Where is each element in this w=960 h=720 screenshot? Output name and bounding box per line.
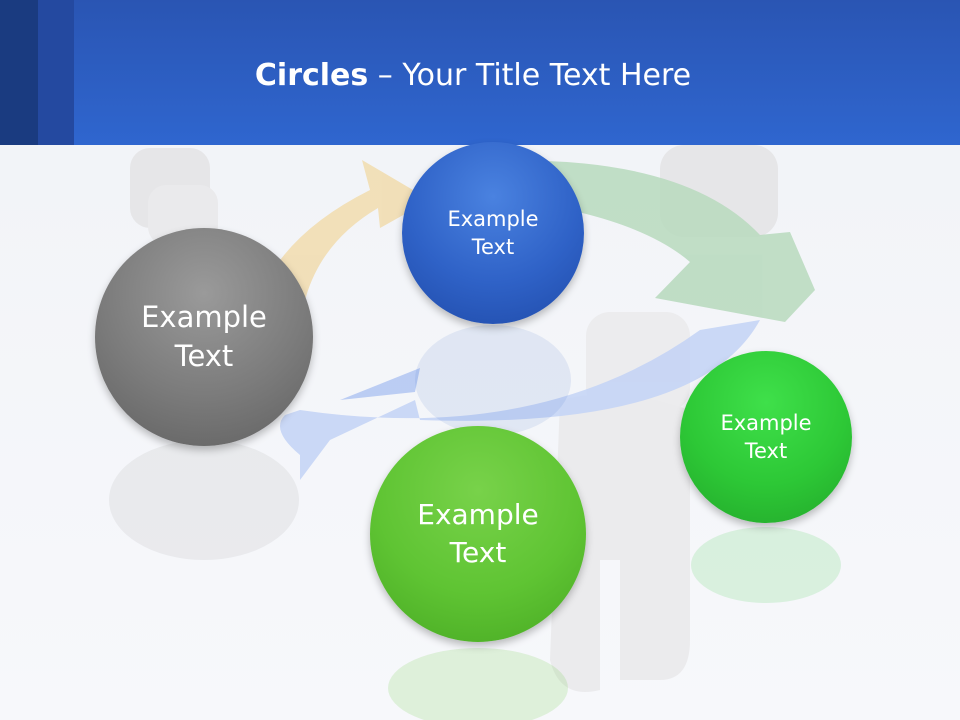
circle-gray-line2: Text — [174, 339, 234, 373]
circle-gray: Example Text — [95, 228, 313, 446]
slide-header — [0, 0, 960, 145]
reflection-green-large — [388, 648, 568, 720]
slide-title: Circles – Your Title Text Here — [0, 58, 960, 93]
arrow-blue-tip — [340, 368, 420, 400]
circle-gray-line1: Example — [141, 299, 267, 334]
title-rest: – Your Title Text Here — [368, 58, 692, 93]
header-mid-band — [38, 0, 74, 145]
circle-green-large-line2: Text — [449, 536, 507, 569]
circle-blue: Example Text — [402, 142, 584, 324]
header-dark-band — [0, 0, 38, 145]
circle-reflections — [109, 325, 841, 720]
reflection-green-small — [691, 527, 841, 603]
circle-blue-line1: Example — [447, 206, 539, 231]
circle-green-small: Example Text — [680, 351, 852, 523]
circle-green-large-line1: Example — [417, 498, 539, 532]
reflection-blue — [415, 325, 571, 435]
arrow-blue — [280, 320, 760, 480]
circle-green-small-line1: Example — [720, 410, 812, 435]
title-bold: Circles — [254, 58, 369, 93]
circle-green-large: Example Text — [370, 426, 586, 642]
person-body-front — [550, 394, 690, 692]
circle-green-small-line2: Text — [744, 439, 788, 463]
circle-blue-line2: Text — [471, 235, 515, 259]
reflection-gray — [109, 440, 299, 560]
